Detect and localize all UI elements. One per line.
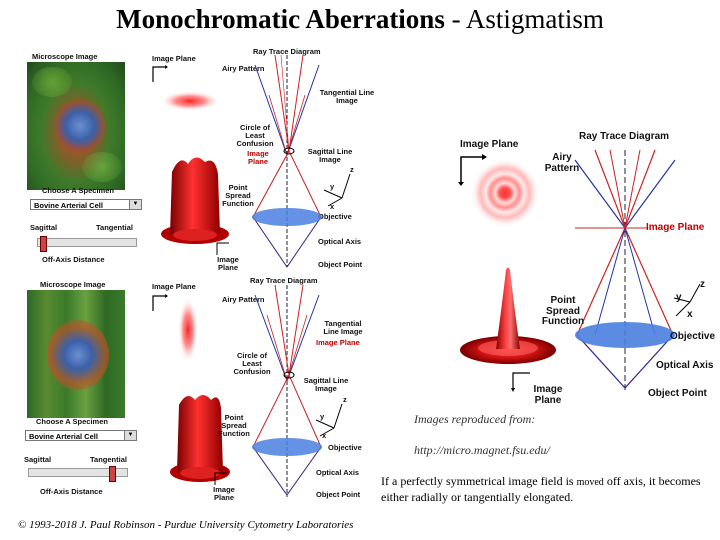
choose-specimen-label: Choose A Specimen [42, 186, 114, 195]
ray-trace-label: Ray Trace Diagram [253, 47, 321, 56]
axis-y-label: y [330, 182, 335, 191]
slider-thumb[interactable] [109, 466, 116, 482]
credit-label: Images reproduced from: [414, 412, 536, 426]
object-point-label: Object Point [318, 260, 363, 269]
object-point-label: Object Point [648, 388, 707, 399]
chevron-down-icon: ▼ [129, 200, 141, 209]
axis-y-label: y [676, 292, 682, 303]
microscope-image-label: Microscope Image [40, 280, 106, 289]
axis-z-label: z [343, 395, 347, 404]
point-spread-function-3d [460, 267, 556, 364]
airy-pattern-blur [160, 91, 220, 111]
psf-label: Point Spread Function [222, 183, 254, 208]
point-spread-function-3d [161, 157, 229, 244]
axis-z-label: z [700, 279, 705, 290]
axis-y-label: y [320, 412, 325, 421]
off-axis-slider[interactable] [28, 466, 128, 482]
objective-label: Objective [328, 443, 362, 452]
choose-specimen-label: Choose A Specimen [36, 417, 108, 426]
xyz-axes-icon [315, 403, 343, 437]
image-plane-bottom-icon [511, 372, 530, 392]
ray-trace-label: Ray Trace Diagram [579, 131, 670, 142]
tangential-label: Tangential [96, 223, 133, 232]
off-axis-slider[interactable] [37, 236, 137, 252]
airy-pattern-label: Airy Pattern [222, 64, 265, 73]
ray-trace-label: Ray Trace Diagram [250, 276, 318, 285]
object-point-label: Object Point [316, 490, 361, 499]
off-axis-distance-label: Off-Axis Distance [42, 255, 105, 264]
microscope-image [27, 62, 125, 190]
xyz-axes-icon [673, 283, 701, 317]
tangential-label: Tangential [90, 455, 127, 464]
caption-text: If a perfectly symmetrical image field i… [381, 474, 701, 504]
optical-axis-label: Optical Axis [318, 237, 362, 246]
axis-z-label: z [350, 165, 354, 174]
tangential-line-label: Tangential Line Image [319, 88, 375, 105]
sagittal-line-label: Sagittal Line Image [303, 376, 349, 393]
image-plane-corner-icon [458, 154, 487, 186]
psf-label: Point Spread Function [541, 295, 585, 327]
objective-label: Objective [318, 212, 352, 221]
tangential-line-label: Tangential Line Image [323, 319, 363, 336]
image-plane-corner-icon [152, 65, 168, 82]
circle-least-confusion-label: Circle of Least Confusion [233, 351, 271, 376]
airy-pattern-label: Airy Pattern [222, 295, 265, 304]
image-plane-red-label: Image Plane [316, 338, 360, 347]
optical-axis-label: Optical Axis [316, 468, 360, 477]
image-plane-bottom-label: Image Plane [213, 485, 235, 502]
axis-x-label: x [687, 309, 693, 320]
psf-label: Point Spread Function [218, 413, 250, 438]
sagittal-label: Sagittal [30, 223, 58, 232]
specimen-select[interactable]: Bovine Arterial Cell▼ [30, 199, 142, 210]
image-plane-red-label: Image Plane [247, 149, 269, 166]
copyright-text: © 1993-2018 J. Paul Robinson - Purdue Un… [18, 519, 354, 531]
ray-trace-diagram [252, 284, 322, 497]
off-axis-distance-label: Off-Axis Distance [40, 487, 103, 496]
credit-url-link[interactable]: http://micro.magnet.fsu.edu/ [414, 443, 550, 457]
airy-pattern-label: Airy Pattern [544, 152, 580, 174]
image-plane-corner-icon [152, 294, 168, 311]
airy-pattern-blur [178, 297, 198, 363]
axis-x-label: x [322, 431, 327, 440]
airy-pattern-rings [470, 158, 540, 228]
image-plane-bottom-icon [214, 472, 227, 485]
optical-axis-label: Optical Axis [656, 360, 714, 371]
slide-title: Monochromatic Aberrations - Astigmatism [116, 4, 604, 34]
image-plane-label: Image Plane [152, 54, 196, 63]
slider-thumb[interactable] [40, 236, 47, 252]
ray-trace-diagram [574, 149, 676, 390]
microscope-image-label: Microscope Image [32, 52, 98, 61]
circle-least-confusion-label: Circle of Least Confusion [236, 123, 274, 148]
objective-label: Objective [670, 331, 716, 342]
image-plane-label: Image Plane [152, 282, 196, 291]
image-plane-label: Image Plane [460, 139, 519, 150]
xyz-axes-icon [323, 173, 351, 207]
chevron-down-icon: ▼ [124, 431, 136, 440]
image-plane-bottom-icon [216, 242, 229, 255]
ray-trace-diagram [252, 54, 322, 268]
sagittal-line-label: Sagittal Line Image [307, 147, 353, 164]
microscope-image [27, 290, 125, 418]
axis-x-label: x [330, 202, 335, 211]
image-plane-bottom-label: Image Plane [533, 384, 563, 406]
sagittal-label: Sagittal [24, 455, 52, 464]
image-plane-red-label: Image Plane [646, 222, 705, 233]
image-plane-bottom-label: Image Plane [217, 255, 239, 272]
specimen-select[interactable]: Bovine Arterial Cell▼ [25, 430, 137, 441]
